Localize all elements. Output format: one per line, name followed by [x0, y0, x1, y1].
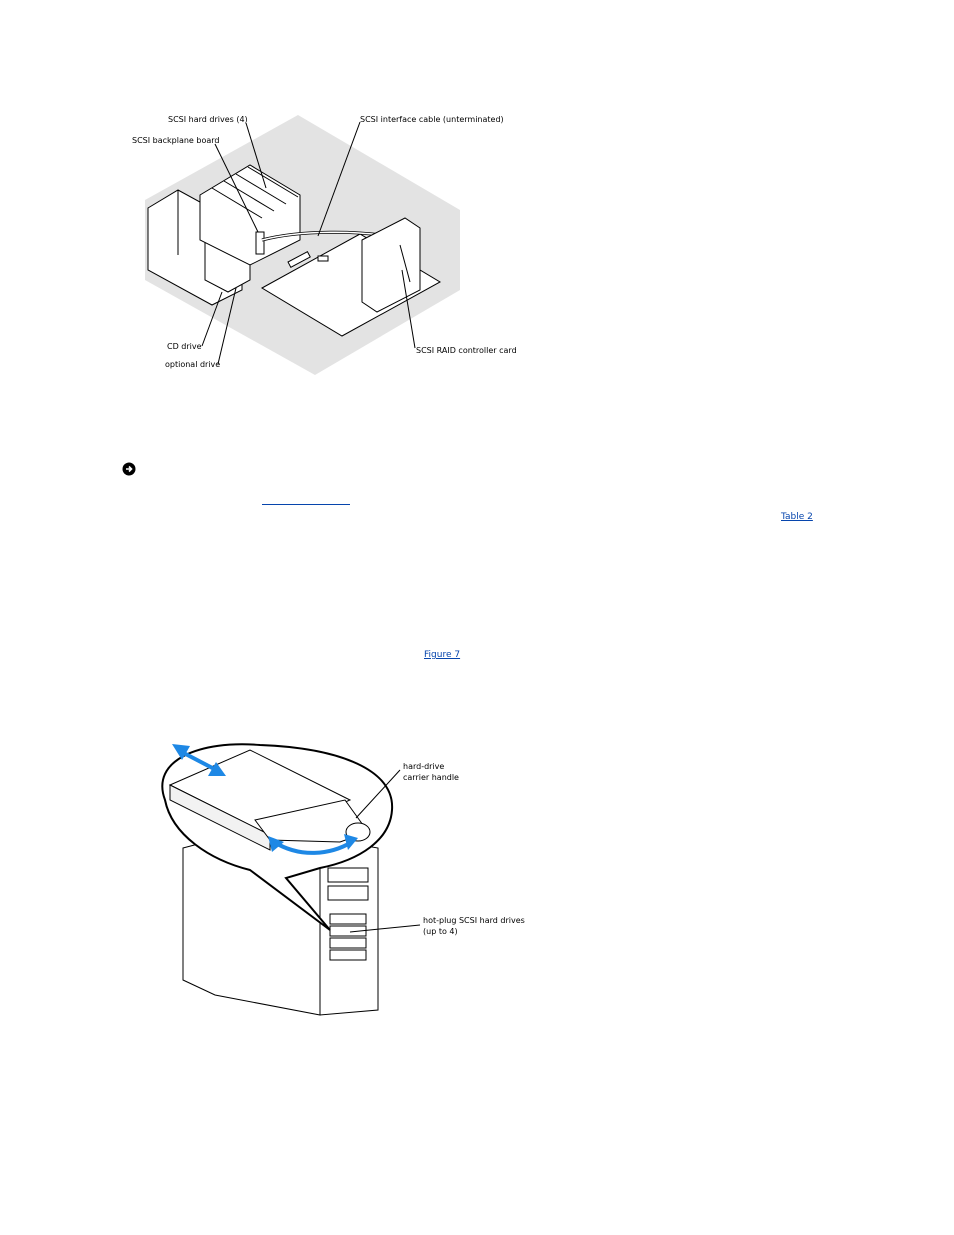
raid-card-detail	[399, 244, 411, 283]
leader-cd	[201, 291, 223, 347]
leader-carrier-handle	[355, 769, 401, 819]
rotate-arrow-head	[268, 836, 284, 852]
slide-arrow-head	[172, 744, 190, 760]
drive-slot	[247, 166, 299, 198]
slide-arrow-head	[208, 762, 226, 776]
tower-drive-bay	[329, 925, 367, 937]
tower-bay	[327, 885, 369, 901]
cross-reference-link[interactable]	[262, 496, 350, 505]
label-carrier-handle-1: hard-drive	[403, 762, 445, 771]
leader-hot-plug	[349, 924, 421, 933]
drive-slot	[235, 173, 287, 205]
tower-drive-bay	[329, 937, 367, 949]
figure-scsi-configuration-art	[145, 115, 460, 375]
leader-optional	[217, 287, 237, 365]
label-raid-card: SCSI RAID controller card	[416, 346, 517, 355]
rotate-arrow-head	[344, 834, 358, 850]
label-interface-cable: SCSI interface cable (unterminated)	[360, 115, 504, 124]
board-connector	[287, 250, 311, 268]
rotate-arrow	[272, 840, 354, 855]
figure-7-link[interactable]: Figure 7	[424, 650, 461, 660]
leader-backplane	[214, 143, 259, 233]
leader-hard-drives	[245, 122, 267, 189]
leader-cable	[317, 121, 361, 237]
backplane-connector	[255, 231, 265, 255]
leader-raid	[401, 269, 416, 349]
tower-drive-bay	[329, 949, 367, 961]
label-cd-drive: CD drive	[167, 342, 202, 351]
label-hot-plug-1: hot-plug SCSI hard drives	[423, 916, 525, 925]
board-connector	[317, 255, 329, 262]
label-backplane: SCSI backplane board	[132, 136, 220, 145]
tower-bay	[327, 867, 369, 883]
label-optional-drive: optional drive	[165, 360, 221, 369]
notice-icon	[122, 462, 136, 476]
label-hot-plug-2: (up to 4)	[423, 927, 458, 936]
drive-slot	[211, 187, 263, 219]
tower-drive-bay	[329, 913, 367, 925]
table-2-link[interactable]: Table 2	[781, 512, 813, 522]
label-carrier-handle-2: carrier handle	[403, 773, 459, 782]
label-hard-drives: SCSI hard drives (4)	[168, 115, 248, 124]
drive-slot	[223, 180, 275, 212]
drive-carrier-side	[169, 784, 271, 851]
